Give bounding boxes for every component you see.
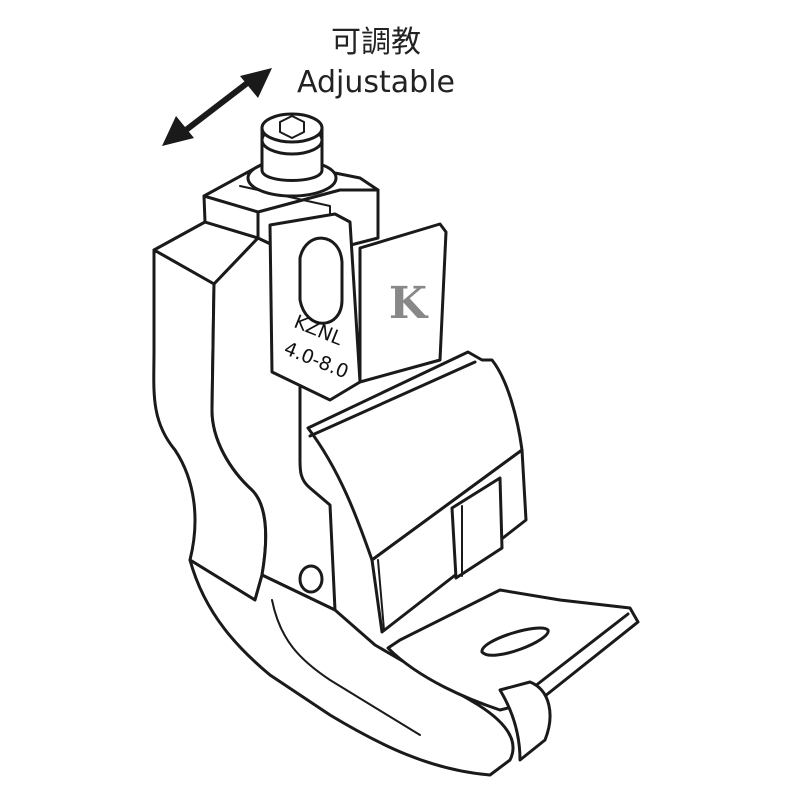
hinged-toe [306,350,528,634]
guide-plate: K [358,222,448,384]
toe-plate [386,588,640,762]
toe-slot [480,626,550,657]
title-adjustable: Adjustable [297,65,455,100]
double-headed-arrow-icon [162,68,272,146]
title-chinese: 可調教 [331,25,421,60]
brand-logo: K [389,278,429,329]
adjusting-screw-icon [246,112,338,198]
pivot-hole [298,564,324,594]
presser-foot-body [152,220,515,777]
slotted-plate: KZNL 4.0-8.0 [268,212,362,402]
